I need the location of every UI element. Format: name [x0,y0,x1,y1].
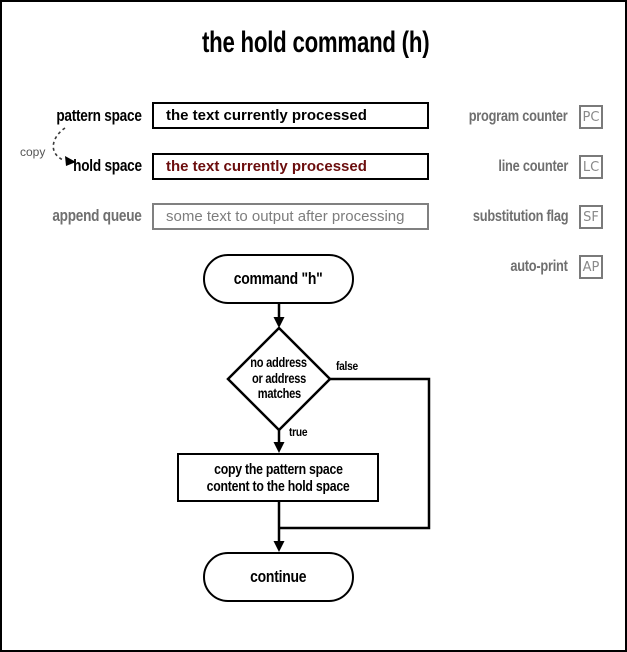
append-queue-box: some text to output after processing [152,203,429,230]
pattern-space-value: the text currently processed [166,107,367,124]
program-counter-label: program counter [469,108,568,125]
substitution-flag-box: SF [579,205,603,229]
append-queue-value: some text to output after processing [166,208,405,225]
hold-space-label: hold space [73,156,142,175]
auto-print-label: auto-print [510,258,569,275]
flowchart-decision-text: no address or address matches [250,355,308,401]
hold-space-box: the text currently processed [152,153,429,180]
copy-annotation: copy [20,145,46,159]
flowchart-end-node: continue [203,552,354,602]
page-title: the hold command (h) [2,26,625,60]
auto-print-box: AP [579,255,603,279]
flowchart-action-node: copy the pattern space content to the ho… [177,453,379,502]
flowchart-start-node: command "h" [203,254,354,304]
pattern-space-box: the text currently processed [152,102,429,129]
arrowhead-into-action-icon [273,442,285,453]
line-counter-box: LC [579,155,603,179]
substitution-flag-label: substitution flag [472,208,569,225]
pattern-space-label: pattern space [56,106,143,125]
arrowhead-into-end-icon [273,541,285,552]
true-branch-label: true [289,425,308,439]
hold-space-value: the text currently processed [166,158,367,175]
page-title-text: the hold command (h) [201,26,430,59]
program-counter-box: PC [579,105,603,129]
append-queue-label: append queue [52,206,143,225]
line-counter-label: line counter [498,158,568,175]
false-branch-label: false [336,359,358,373]
arrowhead-into-decision-icon [273,317,285,328]
